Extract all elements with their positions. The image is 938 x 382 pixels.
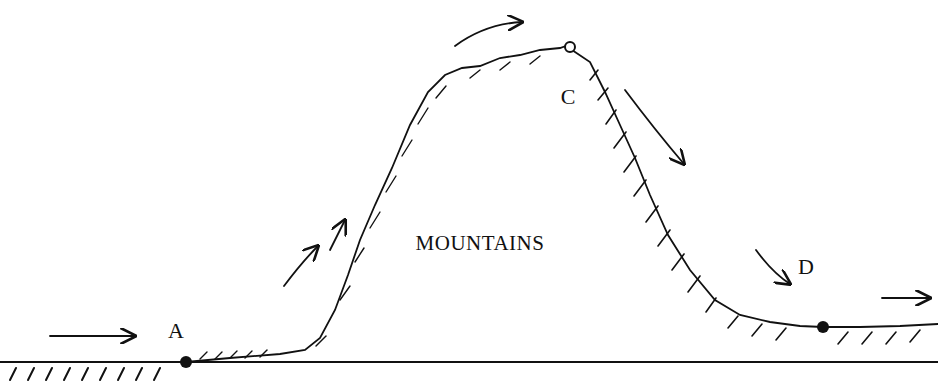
point-label: C <box>561 86 576 108</box>
point-dot <box>180 356 192 368</box>
point-circle <box>565 42 575 52</box>
point-dot <box>817 321 829 333</box>
point-label: D <box>798 256 814 278</box>
region-label: MOUNTAINS <box>416 233 545 254</box>
point-label: A <box>168 320 184 342</box>
